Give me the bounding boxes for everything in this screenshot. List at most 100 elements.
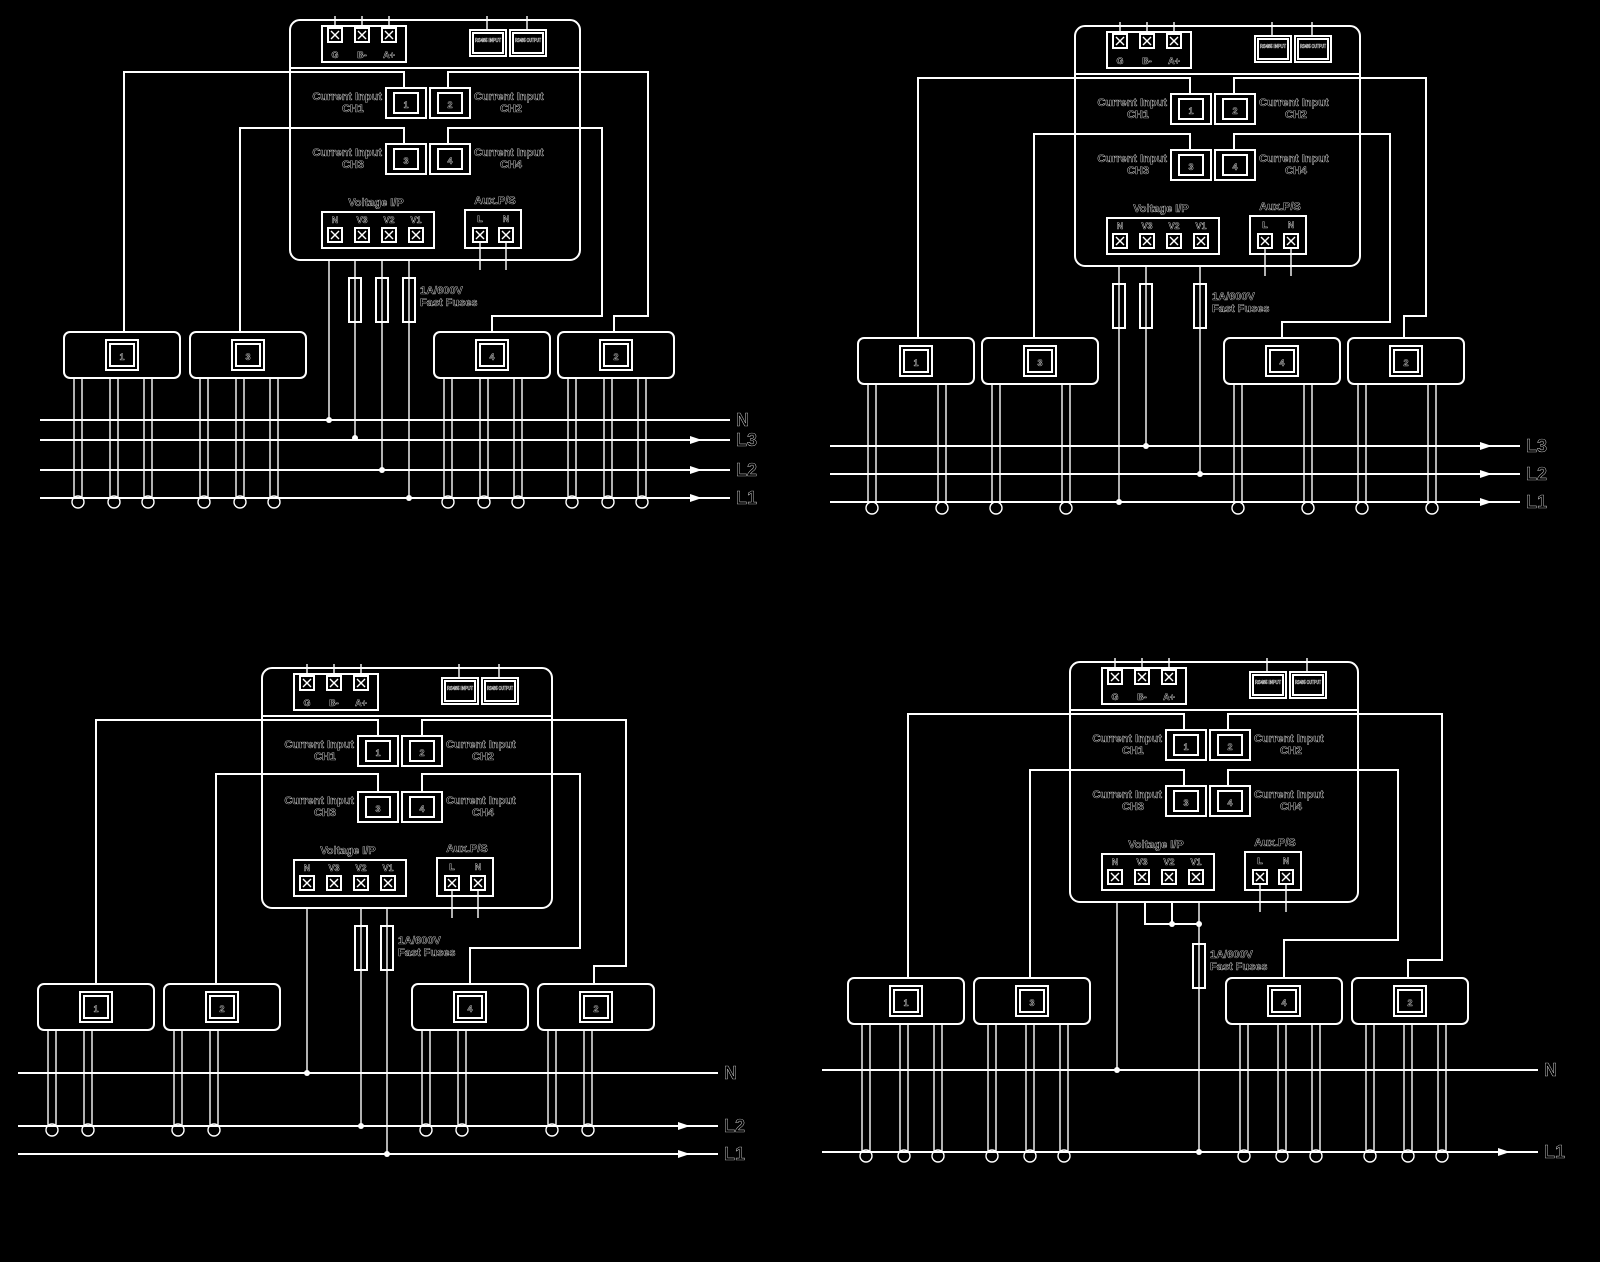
voltage-input-title: Voltage I/P [1133, 203, 1188, 215]
aux-terminal-label-N: N [475, 862, 482, 872]
junction-dot [1196, 921, 1202, 927]
screw-terminal [408, 227, 424, 243]
ct-lead-wire [421, 719, 627, 984]
screw-terminal [472, 227, 488, 243]
wire-loop [233, 495, 247, 509]
meter-body [289, 19, 581, 261]
fuse-rating-label: 1A/600V [420, 285, 463, 297]
current-transformer-window-inner [1397, 989, 1423, 1013]
screw-terminal [1252, 869, 1268, 885]
rs485-port-label: RS485 INPUT [1260, 44, 1286, 50]
terminal-slot [1196, 236, 1206, 246]
arrow-icon [678, 1122, 690, 1130]
aux-ps-title: Aux.P/S [474, 195, 516, 207]
terminal-slot [447, 878, 457, 888]
current-transformer-window-inner [893, 989, 919, 1013]
current-input-number: 2 [419, 748, 424, 758]
current-input-terminal-inner [1178, 154, 1204, 176]
comm-terminal-label-A+: A+ [355, 698, 367, 708]
comm-terminal-label-B-: B- [357, 50, 367, 60]
current-input-label: Current Input [1092, 789, 1162, 801]
wire-loop [1425, 501, 1439, 515]
comm-terminal-label-B-: B- [1142, 56, 1152, 66]
current-transformer-3: 3 [981, 337, 1099, 515]
terminal-slot [1164, 672, 1174, 682]
supply-line-label-L1: L1 [1526, 492, 1547, 512]
current-transformer-4: 4 [1225, 977, 1343, 1163]
current-input-channel: CH4 [1280, 801, 1303, 813]
voltage-terminal-label-V1: V1 [410, 215, 421, 225]
wire-loop [45, 1123, 59, 1137]
wire-loop [207, 1123, 221, 1137]
current-input-label: Current Input [284, 795, 354, 807]
screw-terminal [1166, 33, 1182, 49]
ct-lead-wire [1227, 769, 1399, 978]
current-transformer-window-inner [1027, 349, 1053, 373]
wire-loop [1237, 1149, 1251, 1163]
ct-lead-wire [1033, 133, 1191, 338]
wire-loop [267, 495, 281, 509]
rs485-port-inner [1292, 674, 1324, 696]
terminal-slot [1110, 872, 1120, 882]
current-input-number: 3 [1188, 162, 1193, 172]
wire-loop [455, 1123, 469, 1137]
voltage-terminal-label-V3: V3 [1136, 857, 1147, 867]
supply-line-label-L1: L1 [724, 1144, 745, 1164]
fuse-type-label: Fast Fuses [420, 297, 477, 309]
wire-loop [601, 495, 615, 509]
wire-loop [1301, 501, 1315, 515]
current-input-channel: CH1 [1122, 745, 1144, 757]
wire-loop [197, 495, 211, 509]
current-input-label: Current Input [1254, 789, 1324, 801]
current-transformer-number: 2 [1403, 358, 1408, 368]
screw-terminal [1257, 233, 1273, 249]
junction-dot [1169, 921, 1175, 927]
current-input-label: Current Input [284, 739, 354, 751]
aux-terminal-label-L: L [1257, 856, 1263, 866]
supply-line-label-L1: L1 [736, 488, 757, 508]
ct-lead-wire [1029, 769, 1185, 978]
ct-lead-wire [215, 773, 379, 984]
terminal-slot [357, 30, 367, 40]
voltage-input-title: Voltage I/P [348, 197, 403, 209]
wire-loop [1057, 1149, 1071, 1163]
supply-line-label-L3: L3 [1526, 436, 1547, 456]
current-transformer-number: 2 [219, 1004, 224, 1014]
terminal-slot [1142, 36, 1152, 46]
current-transformer-2: 2 [1347, 337, 1465, 515]
arrow-icon [1480, 470, 1492, 478]
rs485-port-inner [1257, 38, 1289, 60]
wire-loop [897, 1149, 911, 1163]
current-transformer-window-inner [603, 343, 629, 367]
voltage-terminal-label-V1: V1 [382, 863, 393, 873]
rs485-port-inner [472, 32, 504, 54]
supply-line-label-L2: L2 [736, 460, 757, 480]
rs485-port-label: RS485 INPUT [475, 38, 501, 44]
comm-terminal-label-G: G [331, 50, 338, 60]
voltage-terminal-label-V1: V1 [1190, 857, 1201, 867]
current-transformer-number: 2 [1407, 998, 1412, 1008]
voltage-terminal-label-V2: V2 [383, 215, 394, 225]
ct-lead-wire [917, 77, 1191, 338]
current-input-terminal-inner [1173, 790, 1199, 812]
current-transformer-1: 1 [857, 337, 975, 515]
comm-terminal-label-B-: B- [329, 698, 339, 708]
wire-loop [441, 495, 455, 509]
current-transformer-4: 4 [433, 331, 551, 509]
terminal-slot [384, 230, 394, 240]
terminal-slot [384, 30, 394, 40]
current-input-number: 4 [419, 804, 424, 814]
voltage-terminal-label-N: N [1117, 221, 1124, 231]
voltage-bridge [1144, 902, 1202, 927]
wire-loop [477, 495, 491, 509]
rs485-port-inner [1252, 674, 1284, 696]
wire-loop [1435, 1149, 1449, 1163]
